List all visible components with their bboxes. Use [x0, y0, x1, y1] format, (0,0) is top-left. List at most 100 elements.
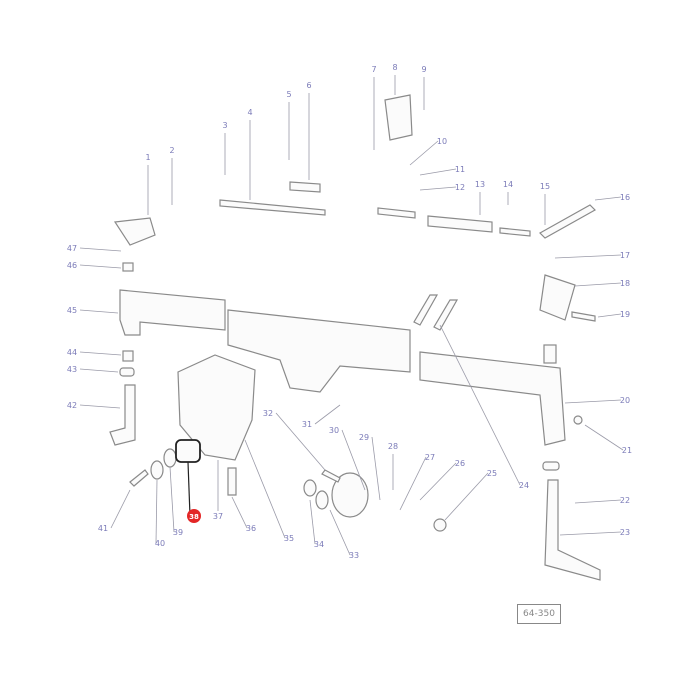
part-label-39[interactable]: 39 — [173, 528, 183, 537]
leader-line-17 — [554, 254, 622, 259]
part-label-2[interactable]: 2 — [169, 146, 174, 155]
leader-line-29 — [371, 436, 381, 501]
bellcrank — [384, 94, 413, 141]
part-label-30[interactable]: 30 — [329, 426, 339, 435]
part-label-31[interactable]: 31 — [302, 420, 312, 429]
part-label-17[interactable]: 17 — [620, 251, 630, 260]
drag-link — [219, 199, 326, 216]
part-label-23[interactable]: 23 — [620, 528, 630, 537]
part-label-38[interactable]: 38 — [189, 513, 199, 521]
hub-seal — [315, 490, 329, 510]
part-label-33[interactable]: 33 — [349, 551, 359, 560]
part-label-46[interactable]: 46 — [67, 261, 77, 270]
part-label-27[interactable]: 27 — [425, 453, 435, 462]
highlight-marker — [187, 509, 201, 523]
leader-line-22 — [574, 499, 622, 504]
part-label-10[interactable]: 10 — [437, 137, 447, 146]
part-label-12[interactable]: 12 — [455, 183, 465, 192]
part-label-28[interactable]: 28 — [388, 442, 398, 451]
part-label-47[interactable]: 47 — [67, 244, 77, 253]
part-label-22[interactable]: 22 — [620, 496, 630, 505]
bush-44 — [122, 350, 134, 362]
leader-line-20 — [564, 399, 622, 404]
part-label-24[interactable]: 24 — [519, 481, 529, 490]
part-label-8[interactable]: 8 — [392, 63, 397, 72]
part-label-20[interactable]: 20 — [620, 396, 630, 405]
leader-line-11 — [419, 168, 457, 176]
part-label-45[interactable]: 45 — [67, 306, 77, 315]
washer-46 — [122, 262, 134, 272]
grease-nipple-21 — [573, 415, 583, 425]
washer-39 — [163, 448, 177, 468]
leader-line-35 — [244, 439, 286, 539]
part-label-7[interactable]: 7 — [371, 65, 376, 74]
leader-line-44 — [79, 351, 122, 356]
part-label-16[interactable]: 16 — [620, 193, 630, 202]
leader-line-36 — [231, 496, 248, 529]
bush-right — [543, 344, 557, 364]
part-label-35[interactable]: 35 — [284, 534, 294, 543]
part-label-34[interactable]: 34 — [314, 540, 324, 549]
part-label-37[interactable]: 37 — [213, 512, 223, 521]
wheel-hub — [331, 472, 369, 518]
part-label-5[interactable]: 5 — [286, 90, 291, 99]
right-axle-beam — [419, 351, 566, 446]
part-label-44[interactable]: 44 — [67, 348, 77, 357]
tie-rod-tube — [427, 215, 493, 233]
leader-line-10 — [409, 140, 439, 166]
part-label-32[interactable]: 32 — [263, 409, 273, 418]
bolt-19 — [571, 311, 596, 322]
leader-line-43 — [79, 368, 119, 373]
part-label-21[interactable]: 21 — [622, 446, 632, 455]
part-label-41[interactable]: 41 — [98, 524, 108, 533]
part-label-1[interactable]: 1 — [145, 153, 150, 162]
right-stub-axle — [544, 479, 601, 581]
part-label-29[interactable]: 29 — [359, 433, 369, 442]
part-label-40[interactable]: 40 — [155, 539, 165, 548]
leader-line-40 — [155, 479, 158, 544]
bolt-24 — [413, 294, 439, 326]
leader-line-46 — [79, 264, 122, 269]
leader-line-16 — [594, 196, 622, 201]
leader-line-34 — [309, 499, 316, 545]
leader-line-45 — [79, 309, 119, 314]
leader-line-38 — [187, 461, 191, 517]
left-stub-axle — [109, 384, 136, 446]
tube-6 — [289, 181, 321, 193]
part-label-42[interactable]: 42 — [67, 401, 77, 410]
part-label-25[interactable]: 25 — [487, 469, 497, 478]
nut-25 — [433, 518, 447, 532]
leader-line-19 — [597, 313, 622, 318]
drop-arm — [113, 217, 156, 246]
leader-line-47 — [79, 247, 122, 252]
part-label-4[interactable]: 4 — [247, 108, 252, 117]
reference-code-box: 64-350 — [517, 604, 561, 624]
part-label-19[interactable]: 19 — [620, 310, 630, 319]
part-label-43[interactable]: 43 — [67, 365, 77, 374]
washer-40 — [150, 460, 164, 480]
part-label-18[interactable]: 18 — [620, 279, 630, 288]
part-label-15[interactable]: 15 — [540, 182, 550, 191]
part-label-26[interactable]: 26 — [455, 459, 465, 468]
bolt-24b — [433, 299, 459, 331]
part-label-36[interactable]: 36 — [246, 524, 256, 533]
steering-arm-right — [539, 274, 576, 321]
part-label-6[interactable]: 6 — [306, 81, 311, 90]
hub-bearing — [303, 479, 317, 497]
leader-line-27 — [399, 456, 427, 511]
part-label-11[interactable]: 11 — [455, 165, 465, 174]
part-label-3[interactable]: 3 — [222, 121, 227, 130]
leader-line-39 — [169, 466, 175, 533]
leader-line-33 — [329, 509, 351, 556]
part-label-14[interactable]: 14 — [503, 180, 513, 189]
bolt-32 — [321, 469, 341, 483]
tie-rod-right — [499, 204, 596, 239]
part-label-9[interactable]: 9 — [421, 65, 426, 74]
leader-line-31 — [314, 404, 341, 425]
tie-rod-left-end — [377, 207, 416, 219]
part-label-13[interactable]: 13 — [475, 180, 485, 189]
leader-line-18 — [574, 282, 622, 287]
leader-line-21 — [584, 424, 624, 451]
